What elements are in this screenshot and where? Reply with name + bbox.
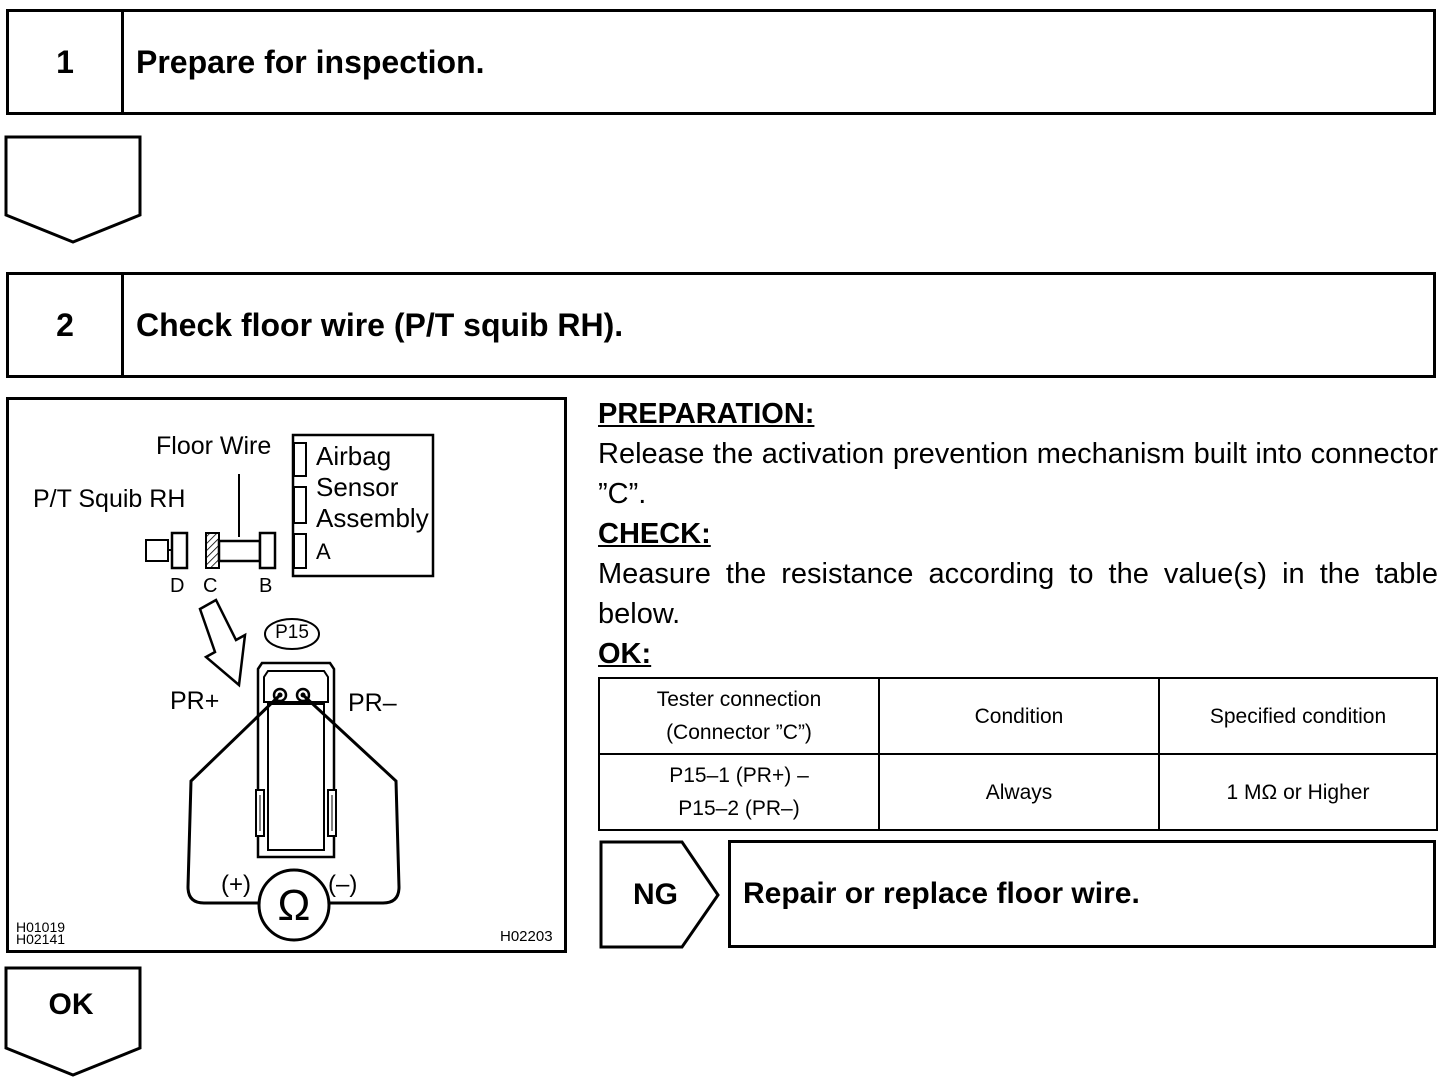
ok-label: OK [48,988,94,1021]
ok-arrow-icon [4,966,142,1077]
label-c: C [203,575,218,597]
tester-lead-plus [186,693,282,905]
figure-code-left: H01019 H02141 [16,919,66,947]
table-header-cell: Condition [878,677,1160,755]
ng-label: NG [633,878,678,911]
ng-action-text: Repair or replace floor wire. [743,877,1140,910]
ohmmeter-icon [257,868,331,942]
table-header-cell: Tester connection (Connector ”C”) [598,677,880,755]
label-b: B [259,575,273,597]
label-p15: P15 [275,622,309,643]
connector-p15 [255,661,337,859]
connector-c [205,532,220,569]
label-plus-terminal: (+) [221,871,251,898]
check-text: Measure the resistance according to the … [598,558,1438,630]
check-heading: CHECK: [598,518,711,550]
preparation-heading: PREPARATION: [598,398,815,430]
step-2-number: 2 [9,275,124,375]
table-cell-connection: P15–1 (PR+) – P15–2 (PR–) [598,753,880,831]
table-cell-condition: Always [878,753,1160,831]
ng-arrow-icon [599,840,720,949]
ok-heading: OK: [598,638,652,670]
table-cell-specified: 1 MΩ or Higher [1158,753,1438,831]
label-connector-a: A [316,539,331,564]
flow-arrow-down-icon [4,135,142,244]
step-1-box: 1 Prepare for inspection. [6,9,1436,115]
preparation-text: Release the activation prevention mechan… [598,438,1438,510]
connector-d [145,531,189,570]
header-tester-line2: (Connector ”C”) [666,721,812,744]
step-1-title: Prepare for inspection. [136,43,485,80]
airbag-sensor-assembly [291,433,435,578]
label-sensor-line3: Assembly [316,503,429,533]
label-minus-terminal: (–) [328,871,358,898]
label-floor-wire: Floor Wire [156,432,272,460]
cell-connection-line2: P15–2 (PR–) [678,797,800,820]
connector-diagram: Floor Wire Airbag Sensor Assembly A P/T … [6,397,567,953]
label-pt-squib-rh: P/T Squib RH [33,485,186,513]
label-d: D [170,575,185,597]
table-header-cell: Specified condition [1158,677,1438,755]
label-sensor-line2: Sensor [316,472,399,502]
specification-table: Tester connection (Connector ”C”) Condit… [598,677,1438,831]
cell-connection-line1: P15–1 (PR+) – [669,764,809,787]
figure-code-left-1: H01019 [16,919,66,935]
label-pr-minus: PR– [348,689,397,717]
ng-action-box: Repair or replace floor wire. [728,840,1436,948]
step-2-title: Check floor wire (P/T squib RH). [136,306,624,343]
instructions-panel: PREPARATION: Release the activation prev… [598,394,1438,674]
table-row: P15–1 (PR+) – P15–2 (PR–) Always 1 MΩ or… [598,753,1438,831]
label-sensor-line1: Airbag [316,441,392,471]
tester-lead-minus [301,693,401,905]
p15-label-ellipse [264,618,320,650]
label-airbag-sensor-assembly: Airbag Sensor Assembly [316,441,429,534]
connector-b [217,531,277,570]
figure-code-right: H02203 [500,928,553,945]
table-header-row: Tester connection (Connector ”C”) Condit… [598,677,1438,755]
step-2-box: 2 Check floor wire (P/T squib RH). [6,272,1436,378]
ohm-symbol: Ω [277,881,311,930]
step-1-number: 1 [9,12,124,112]
direction-arrow-icon [198,598,247,688]
label-pr-plus: PR+ [170,687,220,715]
header-tester-line1: Tester connection [656,688,822,711]
figure-code-left-2: H02141 [16,931,66,947]
